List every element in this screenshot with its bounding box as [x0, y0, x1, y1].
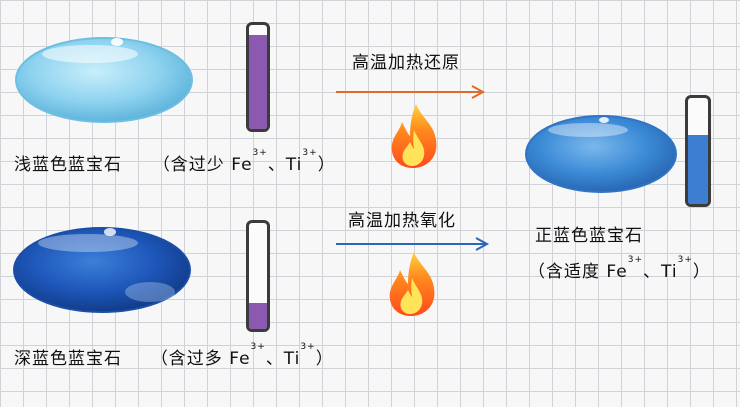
oxidation-arrow-label: 高温加热氧化	[348, 211, 456, 231]
oxidation-arrow	[336, 237, 490, 251]
dark-sapphire-test-tube	[246, 220, 270, 332]
light-sapphire-note-prefix: （含过少 Fe	[152, 155, 253, 175]
flame-icon	[391, 104, 437, 168]
dark-tube-fill	[249, 302, 267, 329]
light-sapphire-label: 浅蓝色蓝宝石 （含过少 Fe3+、Ti3+）	[14, 148, 336, 175]
normal-sapphire-note: （含适度 Fe3+、Ti3+）	[528, 255, 711, 282]
flame-icon	[389, 252, 435, 316]
dark-sapphire-sup2: 3+	[300, 342, 316, 352]
light-sapphire-test-tube	[246, 22, 270, 132]
light-sapphire-note-mid: 、Ti	[267, 155, 303, 175]
normal-sapphire-sup2: 3+	[677, 255, 693, 265]
dark-sapphire-name: 深蓝色蓝宝石	[14, 349, 122, 369]
reduction-arrow	[336, 85, 486, 99]
light-sapphire-sup2: 3+	[302, 148, 318, 158]
dark-sapphire-note-prefix: （含过多 Fe	[150, 349, 251, 369]
normal-sapphire-test-tube	[685, 95, 711, 207]
light-sapphire-note-suffix: ）	[317, 155, 336, 175]
dark-sapphire-label: 深蓝色蓝宝石 （含过多 Fe3+、Ti3+）	[14, 342, 334, 369]
normal-tube-fill	[688, 135, 708, 204]
normal-sapphire-gem	[522, 112, 680, 196]
light-tube-fill	[249, 35, 267, 129]
dark-sapphire-note-mid: 、Ti	[265, 349, 301, 369]
dark-sapphire-gem	[10, 222, 195, 317]
light-sapphire-gem	[12, 32, 197, 127]
reduction-arrow-label: 高温加热还原	[352, 53, 460, 73]
light-sapphire-name: 浅蓝色蓝宝石	[14, 155, 122, 175]
normal-sapphire-note-mid: 、Ti	[643, 262, 678, 282]
normal-sapphire-sup1: 3+	[627, 255, 643, 265]
dark-sapphire-note-suffix: ）	[315, 349, 334, 369]
normal-sapphire-note-prefix: （含适度 Fe	[528, 262, 628, 282]
light-sapphire-sup1: 3+	[252, 148, 268, 158]
normal-sapphire-note-suffix: ）	[692, 262, 711, 282]
dark-sapphire-sup1: 3+	[250, 342, 266, 352]
normal-sapphire-name: 正蓝色蓝宝石	[535, 226, 643, 246]
